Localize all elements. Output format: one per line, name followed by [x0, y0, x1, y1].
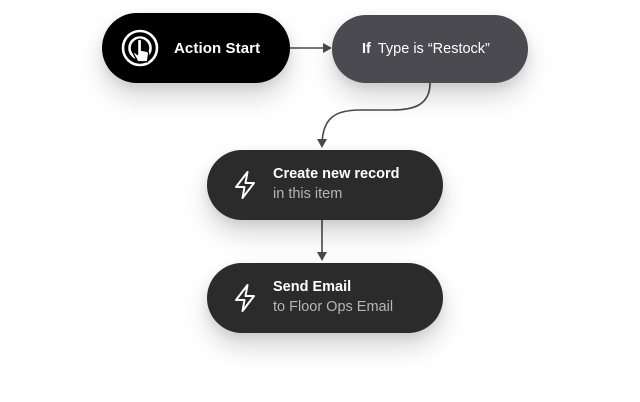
- send-email-text: Send Email to Floor Ops Email: [273, 278, 393, 318]
- action-start-node[interactable]: Action Start: [102, 13, 290, 83]
- create-record-title: Create new record: [273, 166, 400, 182]
- condition-text: Type is “Restock”: [377, 41, 490, 57]
- create-record-text: Create new record in this item: [273, 165, 400, 205]
- send-email-title: Send Email: [273, 279, 352, 295]
- create-record-node[interactable]: Create new record in this item: [207, 150, 443, 220]
- send-email-node[interactable]: Send Email to Floor Ops Email: [207, 263, 443, 333]
- action-start-label: Action Start: [174, 39, 261, 57]
- condition-keyword: If: [362, 41, 371, 57]
- condition-node[interactable]: If Type is “Restock”: [332, 15, 528, 83]
- create-record-subtitle: in this item: [273, 186, 343, 202]
- tap-icon: [120, 28, 160, 68]
- lightning-bolt-icon: [229, 282, 261, 314]
- connector-condition-to-create: [317, 82, 431, 148]
- send-email-subtitle: to Floor Ops Email: [273, 299, 394, 315]
- lightning-bolt-icon: [229, 169, 261, 201]
